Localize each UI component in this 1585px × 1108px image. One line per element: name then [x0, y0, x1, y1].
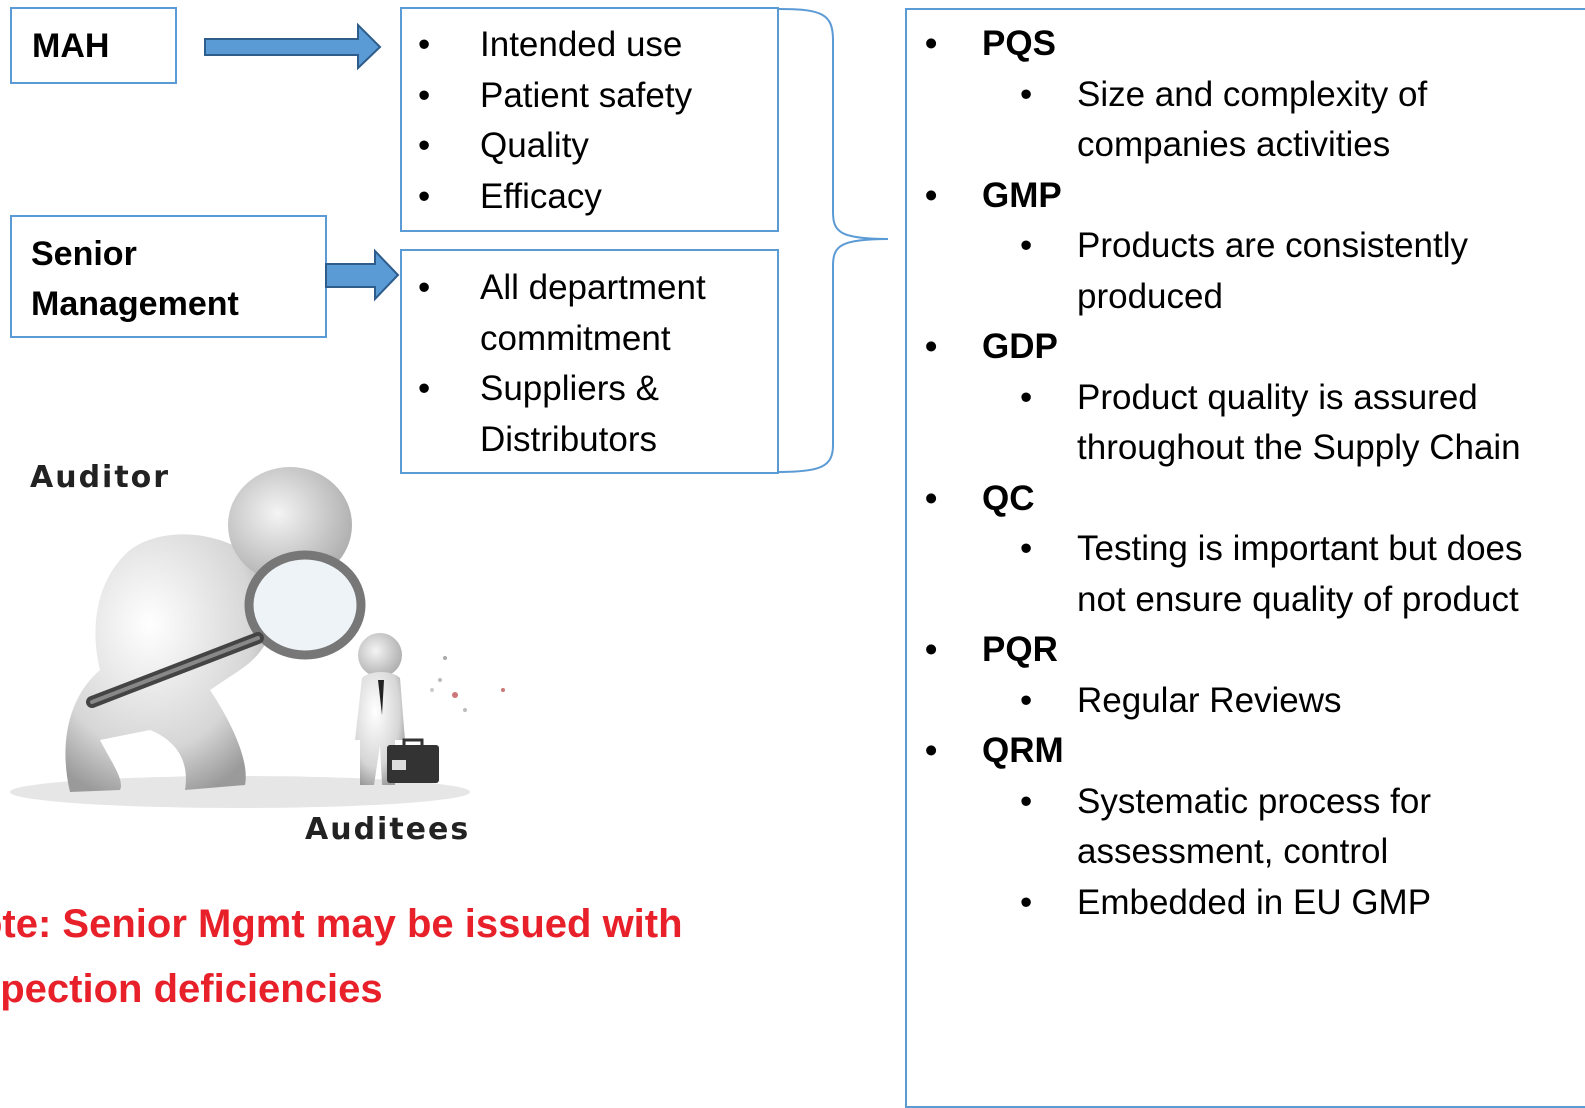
section-items: Product quality is assured throughout th… [907, 373, 1557, 474]
section-title: QC [907, 474, 1557, 525]
mah-list-item: Patient safety [418, 71, 770, 122]
section-item: Regular Reviews [1020, 676, 1557, 727]
section-items: Regular Reviews [907, 676, 1557, 727]
section-item: Embedded in EU GMP [1020, 878, 1557, 929]
section-item: Product quality is assured throughout th… [1020, 373, 1557, 474]
section-item: Size and complexity of companies activit… [1020, 70, 1557, 171]
section-items: Testing is important but does not ensure… [907, 524, 1557, 625]
section-qc: QCTesting is important but does not ensu… [907, 474, 1557, 626]
note-line-2: spection deficiencies [0, 967, 383, 1011]
auditor-label: Auditor [30, 460, 171, 495]
section-item: Products are consistently produced [1020, 221, 1557, 322]
sections-list: PQSSize and complexity of companies acti… [907, 19, 1557, 928]
section-items: Systematic process for assessment, contr… [907, 777, 1557, 929]
section-item: Testing is important but does not ensure… [1020, 524, 1557, 625]
mah-list: Intended usePatient safetyQualityEfficac… [418, 20, 770, 223]
auditor-figure: Auditor [0, 440, 560, 860]
mah-arrow-icon [204, 22, 382, 71]
mah-list-item: Quality [418, 121, 770, 172]
senior-mgmt-note: ote: Senior Mgmt may be issued with spec… [0, 892, 683, 1022]
section-qrm: QRMSystematic process for assessment, co… [907, 726, 1557, 928]
senior-arrow-icon [325, 248, 400, 302]
section-item: Systematic process for assessment, contr… [1020, 777, 1557, 878]
senior-list-box: All department commitmentSuppliers & Dis… [400, 249, 779, 474]
senior-list-item: All department commitment [418, 263, 770, 364]
mah-list-item: Intended use [418, 20, 770, 71]
senior-list: All department commitmentSuppliers & Dis… [418, 263, 770, 465]
auditees-label: Auditees [305, 812, 471, 847]
senior-management-box: Senior Management [10, 215, 327, 338]
section-title: PQS [907, 19, 1557, 70]
section-title: GDP [907, 322, 1557, 373]
auditor-magnifying-glass-icon [10, 467, 505, 808]
mah-list-box: Intended usePatient safetyQualityEfficac… [400, 7, 779, 232]
senior-list-item: Suppliers & Distributors [418, 364, 770, 465]
brace-icon [778, 8, 889, 473]
section-title: QRM [907, 726, 1557, 777]
section-pqr: PQRRegular Reviews [907, 625, 1557, 726]
section-title: GMP [907, 171, 1557, 222]
mah-list-item: Efficacy [418, 172, 770, 223]
senior-management-label: Senior Management [31, 235, 239, 323]
quality-systems-panel: PQSSize and complexity of companies acti… [905, 8, 1585, 1108]
section-title: PQR [907, 625, 1557, 676]
section-pqs: PQSSize and complexity of companies acti… [907, 19, 1557, 171]
section-items: Size and complexity of companies activit… [907, 70, 1557, 171]
section-items: Products are consistently produced [907, 221, 1557, 322]
section-gdp: GDPProduct quality is assured throughout… [907, 322, 1557, 474]
section-gmp: GMPProducts are consistently produced [907, 171, 1557, 323]
mah-label: MAH [32, 27, 110, 65]
note-line-1: ote: Senior Mgmt may be issued with [0, 902, 683, 946]
mah-box: MAH [10, 7, 177, 84]
